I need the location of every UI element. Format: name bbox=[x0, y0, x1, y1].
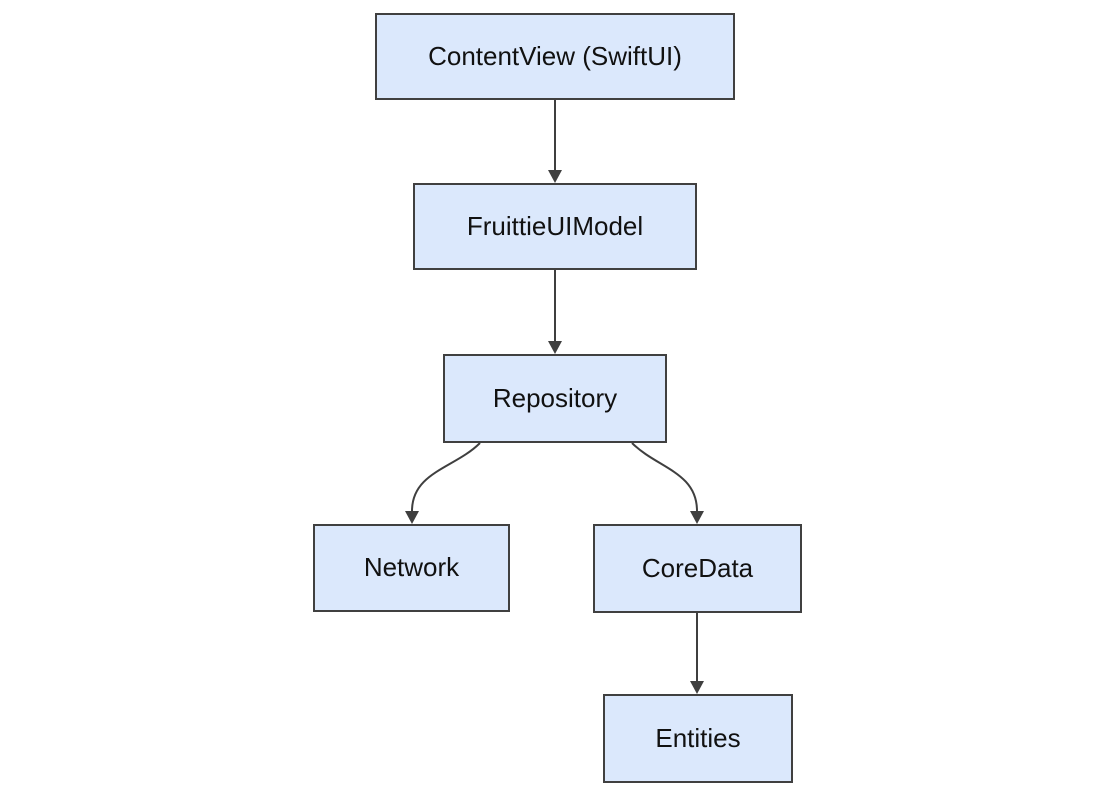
node-fruittieuimodel: FruittieUIModel bbox=[413, 183, 697, 270]
edge-line bbox=[411, 442, 481, 512]
edge-contentview-fruittieuimodel bbox=[548, 100, 562, 183]
edge-repository-network bbox=[405, 442, 481, 524]
node-fruittieuimodel-label: FruittieUIModel bbox=[466, 210, 644, 241]
edge-fruittieuimodel-repository bbox=[548, 270, 562, 354]
node-entities: Entities bbox=[603, 694, 793, 783]
node-network: Network bbox=[313, 524, 510, 612]
arrowhead-icon bbox=[690, 511, 704, 524]
arrowhead-icon bbox=[405, 511, 419, 524]
arrowhead-icon bbox=[548, 170, 562, 183]
arrowhead-icon bbox=[548, 341, 562, 354]
node-contentview-label: ContentView (SwiftUI) bbox=[428, 40, 682, 71]
arrowhead-icon bbox=[690, 681, 704, 694]
node-coredata: CoreData bbox=[593, 524, 802, 613]
node-network-label: Network bbox=[363, 552, 460, 583]
node-coredata-label: CoreData bbox=[641, 552, 754, 583]
edge-line bbox=[631, 442, 698, 512]
edge-repository-coredata bbox=[631, 442, 704, 524]
edge-coredata-entities bbox=[690, 613, 704, 694]
node-contentview: ContentView (SwiftUI) bbox=[375, 13, 735, 100]
node-repository: Repository bbox=[443, 354, 667, 443]
node-entities-label: Entities bbox=[655, 722, 741, 753]
node-repository-label: Repository bbox=[492, 382, 618, 413]
